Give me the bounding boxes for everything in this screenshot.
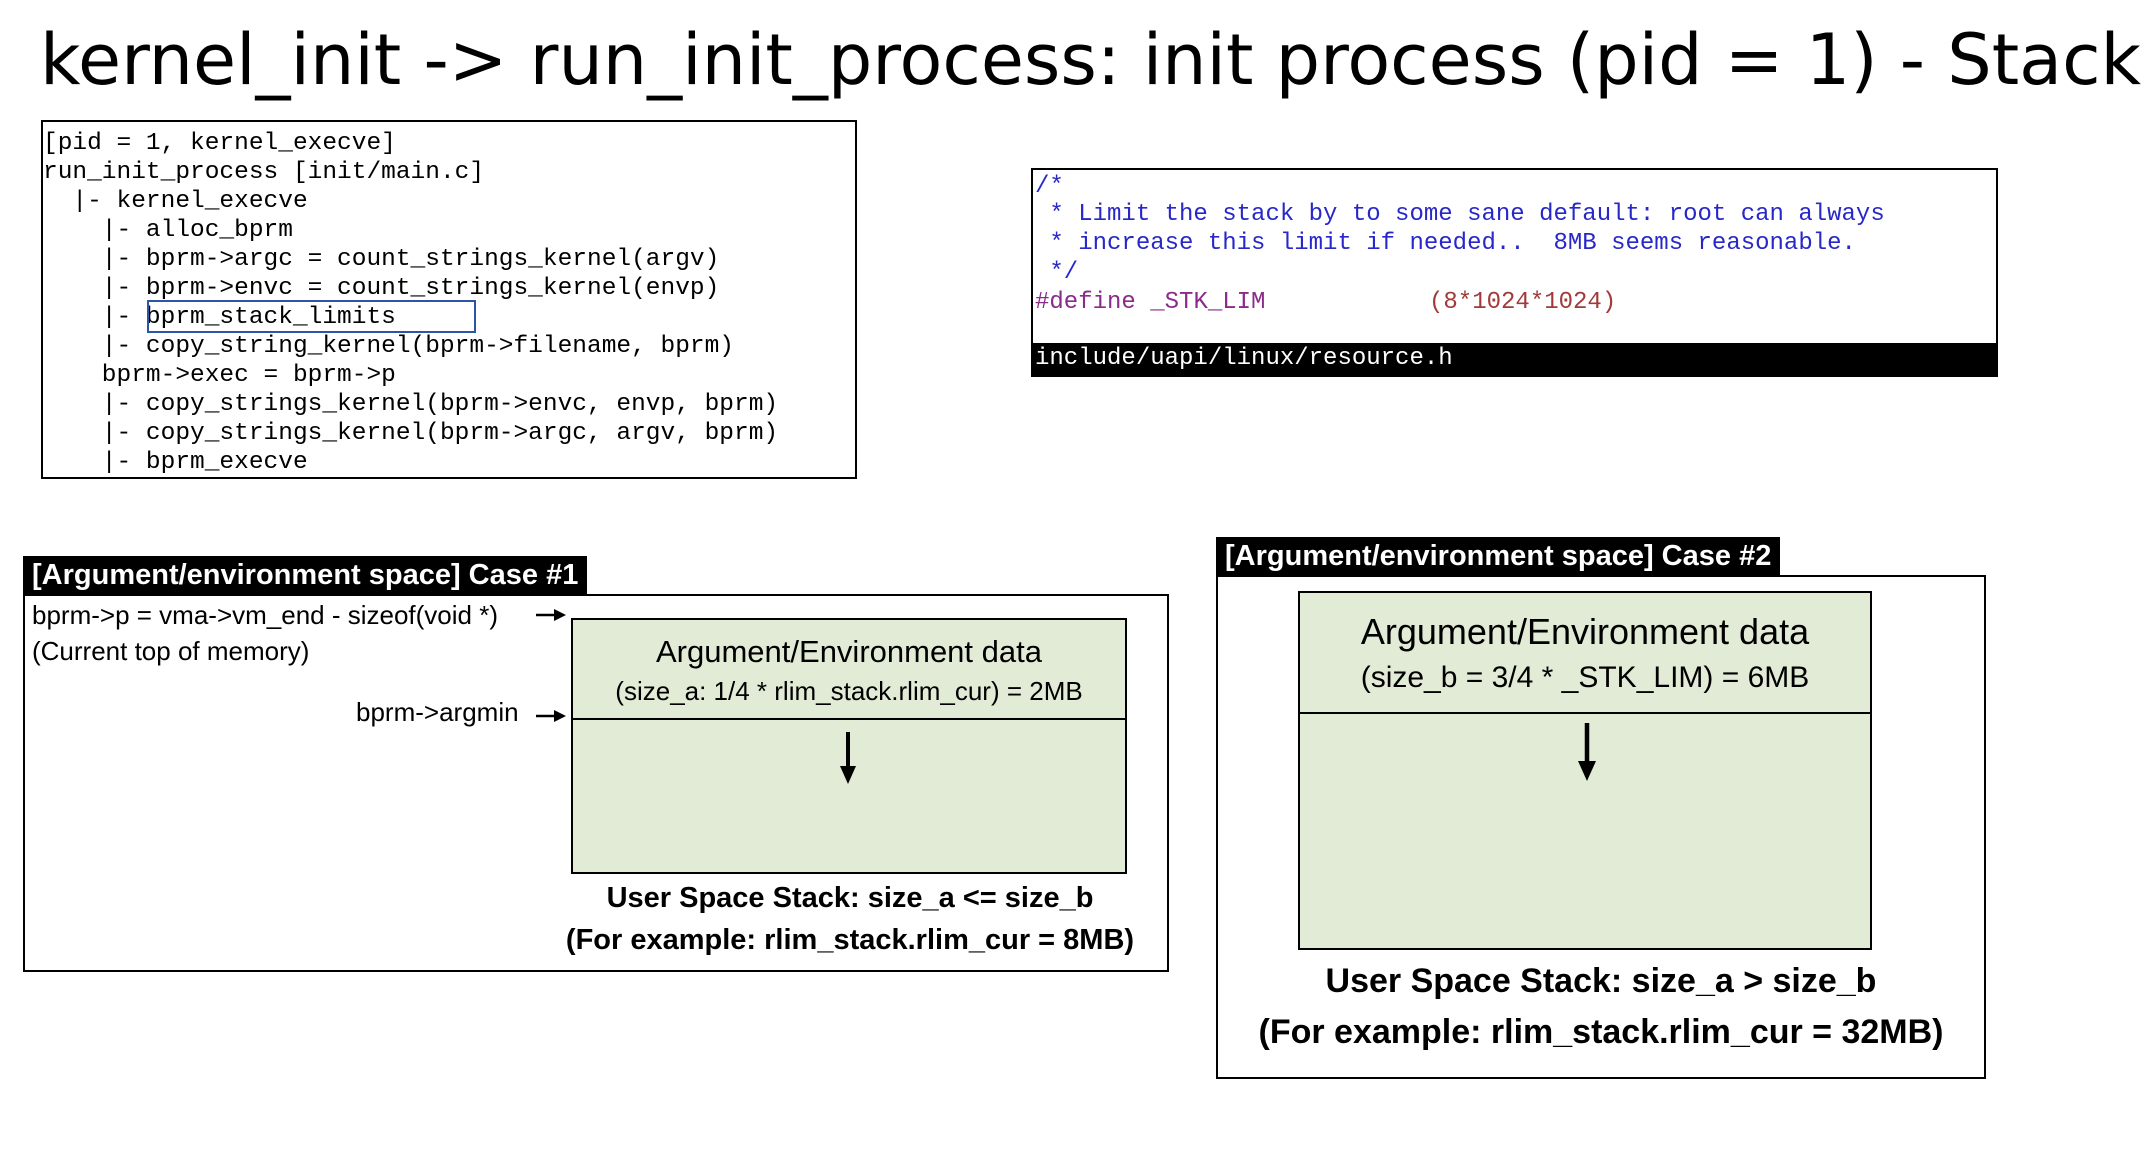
define-keyword: #define [1035,289,1136,316]
arrow-right-icon [536,710,566,722]
case1-box [23,594,1169,972]
stack-divider [573,718,1125,720]
code-line: |- kernel_execve [43,188,308,215]
define-value: (8*1024*1024) [1429,289,1617,316]
code-line: [pid = 1, kernel_execve] [43,130,396,157]
arrow-down-icon [1578,723,1596,781]
case1-caption-1: User Space Stack: size_a <= size_b [606,882,1094,914]
case1-caption-2: (For example: rlim_stack.rlim_cur = 8MB) [565,924,1135,956]
case2-caption-2: (For example: rlim_stack.rlim_cur = 32MB… [1258,1013,1944,1051]
code-line: |- copy_string_kernel(bprm->filename, bp… [43,333,735,360]
code-line: |- bprm_execve [43,449,308,476]
case2-box [1216,575,1986,1079]
case2-caption-1: User Space Stack: size_a > size_b [1325,962,1877,1000]
code-line: |- bprm->envc = count_strings_kernel(env… [43,275,720,302]
define-statement: #define _STK_LIM [1035,288,1265,317]
code-line: |- copy_strings_kernel(bprm->envc, envp,… [43,391,779,418]
code-line: |- copy_strings_kernel(bprm->argc, argv,… [43,420,779,447]
comment-line: * increase this limit if needed.. 8MB se… [1035,230,1856,257]
current-top-note: (Current top of memory) [32,636,310,666]
case2-stack: Argument/Environment data (size_b = 3/4 … [1298,591,1872,950]
arrow-right-icon [536,609,566,621]
case1-label: [Argument/environment space] Case #1 [23,556,588,594]
bprm-stack-limits-highlight [147,300,476,333]
argmin-label: bprm->argmin [356,697,519,727]
code-line: |- alloc_bprm [43,217,293,244]
define-macro: _STK_LIM [1135,289,1266,316]
code-line: bprm->exec = bprm->p [43,362,396,389]
code-line: run_init_process [init/main.c] [43,159,485,186]
comment-line: * Limit the stack by to some sane defaul… [1035,201,1885,228]
comment-open: /* [1035,173,1064,200]
slide-title: kernel_init -> run_init_process: init pr… [40,19,2141,101]
bprm-p-label: bprm->p = vma->vm_end - sizeof(void *) [32,600,499,630]
case1-stack: Argument/Environment data (size_a: 1/4 *… [571,618,1127,874]
case2-label: [Argument/environment space] Case #2 [1216,537,1781,575]
code-line-highlighted: |- bprm_stack_limits [43,304,396,331]
case1-data-size: (size_a: 1/4 * rlim_stack.rlim_cur) = 2M… [615,676,1083,706]
source-file-bar: include/uapi/linux/resource.h [1033,343,1996,375]
stk-lim-define-box: /* * Limit the stack by to some sane def… [1031,168,1998,377]
arrow-down-icon [840,732,856,784]
comment-close: */ [1035,259,1079,286]
case2-data-size: (size_b = 3/4 * _STK_LIM) = 6MB [1360,661,1810,694]
call-chain-code-box: [pid = 1, kernel_execve] run_init_proces… [41,120,857,479]
case2-data-title: Argument/Environment data [1360,611,1810,652]
case1-data-title: Argument/Environment data [656,634,1042,669]
stack-divider [1300,712,1870,714]
code-line: |- bprm->argc = count_strings_kernel(arg… [43,246,720,273]
